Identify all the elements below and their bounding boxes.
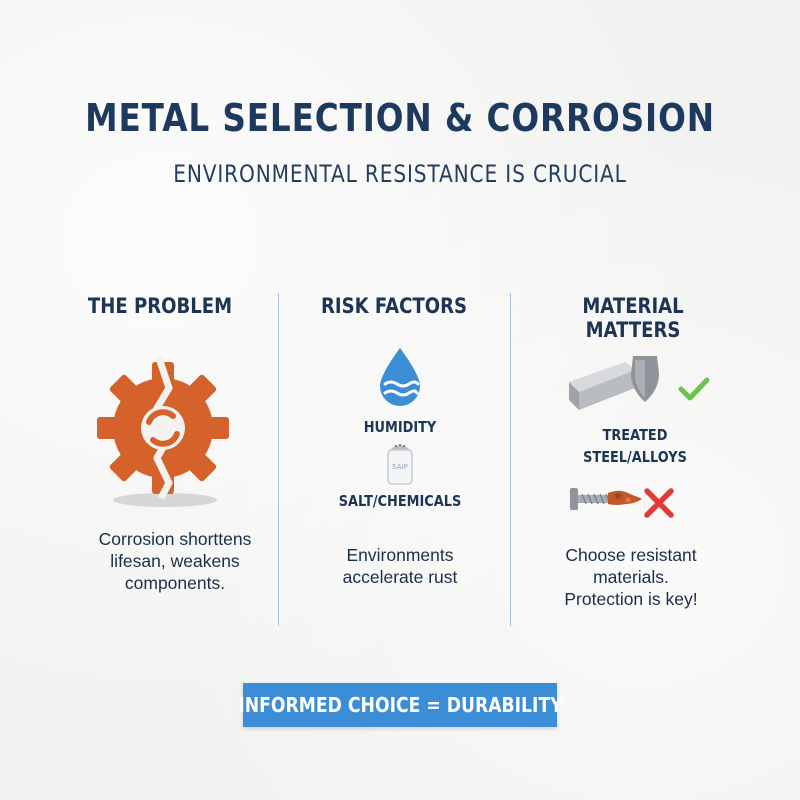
treated-steel-label: TREATED STEEL/ALLOYS [553,424,716,468]
durability-banner-text: INFORMED CHOICE = DURABILITY [237,693,563,717]
page-title: METAL SELECTION & CORROSION [85,96,715,140]
rusty-screw-icon [568,484,648,514]
treated-steel-shield-icon [565,352,675,414]
page-subtitle: ENVIRONMENTAL RESISTANCE IS CRUCIAL [173,160,627,188]
material-description-line-1: Choose resistant [565,545,697,565]
problem-description-line-2: lifesan, weakens [110,551,240,571]
risk-factor-humidity-label: HUMIDITY [363,418,437,436]
salt-shaker-text: SAIP [392,463,408,471]
water-drop-icon [376,346,424,408]
material-description-line-3: Protection is key! [564,589,698,609]
column-divider-left [278,293,279,626]
risk-description: Environments accelerate rust [294,544,506,588]
durability-banner: INFORMED CHOICE = DURABILITY [238,683,562,727]
broken-gear-icon [95,350,235,510]
risk-factor-salt-label: SALT/CHEMICALS [338,492,462,510]
problem-description-line-3: components. [124,573,226,593]
column-divider-right [510,293,511,626]
problem-heading: THE PROBLEM [87,294,233,318]
treated-steel-label-line-2: STEEL/ALLOYS [583,448,687,466]
material-heading: MATERIAL MATTERS [582,294,684,342]
check-icon [678,376,710,402]
risk-heading: RISK FACTORS [320,294,467,318]
salt-shaker-icon: SAIP [382,440,418,486]
risk-description-line-2: accelerate rust [342,567,458,587]
treated-steel-label-line-1: TREATED [602,426,668,444]
material-description: Choose resistant materials. Protection i… [526,544,736,610]
risk-description-line-1: Environments [346,545,454,565]
problem-description-line-1: Corrosion shorttens [98,529,252,549]
material-description-line-2: materials. [593,567,669,587]
problem-description: Corrosion shorttens lifesan, weakens com… [50,528,300,594]
cross-icon [642,486,676,520]
